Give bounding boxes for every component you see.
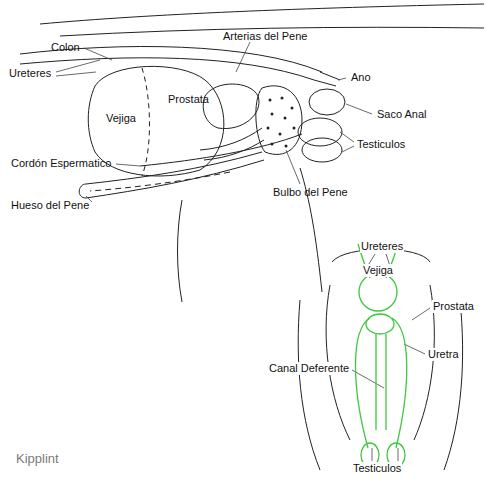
part-label: Testiculos (352, 462, 402, 475)
part-label: Uretra (427, 348, 460, 361)
penis-bone (90, 172, 230, 191)
part-label: Saco Anal (376, 108, 428, 121)
bladder (359, 273, 397, 311)
watermark: Kipplint (15, 452, 60, 465)
leader-lines (56, 42, 430, 461)
rectum (314, 72, 340, 86)
part-label: Ureteres (360, 240, 404, 253)
part-label: Ano (350, 71, 372, 84)
urethra (200, 128, 264, 160)
testicle (302, 138, 342, 162)
inset-view (298, 249, 462, 470)
back-outline (40, 4, 484, 24)
part-label: Vejiga (362, 264, 394, 277)
penis (86, 152, 264, 198)
bladder-neck (142, 68, 150, 176)
bulb-dots (267, 97, 296, 148)
penile-bulb (256, 86, 302, 155)
leg-outline (298, 285, 350, 470)
colon (20, 58, 314, 80)
leg-outline (178, 200, 183, 302)
prostate (366, 314, 394, 334)
part-label: Ureteres (8, 67, 52, 80)
part-label: Arterias del Pene (222, 30, 308, 43)
part-label: Prostata (167, 93, 210, 106)
spermatic-cord (140, 134, 302, 166)
part-label: Cordón Espermatico (10, 157, 112, 170)
prostate (203, 84, 259, 129)
part-label: Canal Deferente (268, 362, 350, 375)
part-label: Hueso del Pene (10, 199, 90, 212)
part-label: Vejiga (105, 112, 137, 125)
side-view (20, 4, 484, 302)
part-label: Colon (50, 41, 81, 54)
vas-deferens (356, 318, 407, 448)
part-label: Prostata (432, 300, 475, 313)
part-label: Bulbo del Pene (272, 186, 349, 199)
testicle (298, 118, 342, 146)
inset-organs (356, 244, 407, 467)
part-label: Testiculos (356, 138, 406, 151)
urethra (376, 334, 386, 430)
anal-sac (309, 89, 345, 115)
penis-tip (79, 184, 86, 198)
